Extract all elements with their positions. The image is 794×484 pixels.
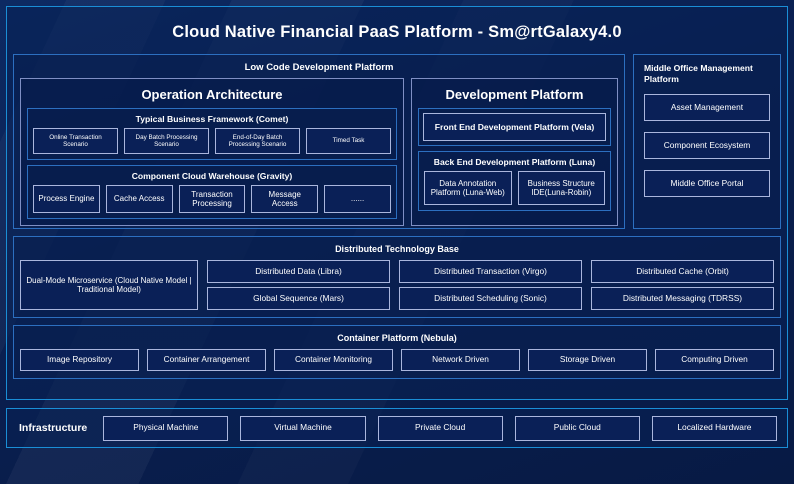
back-end-items: Data Annotation Platform (Luna-Web) Busi… [424, 171, 605, 205]
infra-item-public-cloud[interactable]: Public Cloud [514, 415, 640, 441]
infra-item-private-cloud[interactable]: Private Cloud [377, 415, 503, 441]
infra-item-localized-hardware[interactable]: Localized Hardware [651, 415, 777, 441]
middle-office-item-asset-management[interactable]: Asset Management [644, 94, 770, 122]
container-platform-title: Container Platform (Nebula) [337, 333, 457, 343]
back-end-title: Back End Development Platform (Luna) [433, 157, 596, 167]
dtb-item-global-sequence[interactable]: Global Sequence (Mars) [207, 287, 390, 310]
container-platform-items: Image Repository Container Arrangement C… [20, 349, 774, 371]
development-platform-title: Development Platform [445, 87, 584, 102]
cp-item-computing-driven[interactable]: Computing Driven [655, 349, 774, 371]
cp-item-container-monitoring[interactable]: Container Monitoring [274, 349, 393, 371]
dual-mode-microservice-wrapper: Dual-Mode Microservice (Cloud Native Mod… [20, 260, 198, 310]
component-cloud-warehouse-title: Component Cloud Warehouse (Gravity) [131, 171, 293, 181]
cp-item-network-driven[interactable]: Network Driven [401, 349, 520, 371]
operation-architecture-title: Operation Architecture [141, 87, 283, 102]
infrastructure-label: Infrastructure [19, 422, 88, 434]
tbf-item-timed-task[interactable]: Timed Task [306, 128, 391, 154]
dtb-item-distributed-data[interactable]: Distributed Data (Libra) [207, 260, 390, 283]
back-end-group: Back End Development Platform (Luna) Dat… [418, 151, 611, 211]
dual-mode-microservice[interactable]: Dual-Mode Microservice (Cloud Native Mod… [20, 260, 198, 310]
ccw-item-process-engine[interactable]: Process Engine [33, 185, 100, 213]
tbf-item-online-transaction[interactable]: Online Transaction Scenario [33, 128, 118, 154]
distributed-technology-base: Distributed Technology Base Dual-Mode Mi… [13, 236, 781, 318]
middle-office-items: Asset Management Component Ecosystem Mid… [644, 94, 770, 198]
low-code-title: Low Code Development Platform [244, 62, 394, 73]
backend-item-data-annotation-platform[interactable]: Data Annotation Platform (Luna-Web) [424, 171, 512, 205]
middle-office-item-component-ecosystem[interactable]: Component Ecosystem [644, 132, 770, 160]
front-end-development-platform[interactable]: Front End Development Platform (Vela) [423, 113, 606, 141]
infra-item-physical-machine[interactable]: Physical Machine [103, 415, 229, 441]
ccw-item-transaction-processing[interactable]: Transaction Processing [178, 185, 246, 213]
operation-architecture-card: Operation Architecture Typical Business … [20, 78, 404, 226]
middle-office-item-portal[interactable]: Middle Office Portal [644, 170, 770, 198]
middle-office-management-platform: Middle Office Management Platform Asset … [633, 54, 781, 229]
low-code-columns: Operation Architecture Typical Business … [20, 78, 618, 226]
container-platform: Container Platform (Nebula) Image Reposi… [13, 325, 781, 379]
distributed-technology-base-body: Dual-Mode Microservice (Cloud Native Mod… [20, 260, 774, 310]
typical-business-framework-title: Typical Business Framework (Comet) [135, 114, 289, 124]
cp-item-storage-driven[interactable]: Storage Driven [528, 349, 647, 371]
middle-office-title: Middle Office Management Platform [644, 63, 753, 84]
infrastructure-items: Physical Machine Virtual Machine Private… [103, 415, 777, 441]
ccw-item-cache-access[interactable]: Cache Access [105, 185, 173, 213]
tbf-item-day-batch[interactable]: Day Batch Processing Scenario [124, 128, 209, 154]
cp-item-image-repository[interactable]: Image Repository [20, 349, 139, 371]
dtb-item-distributed-transaction[interactable]: Distributed Transaction (Virgo) [399, 260, 582, 283]
dtb-item-distributed-scheduling[interactable]: Distributed Scheduling (Sonic) [399, 287, 582, 310]
main-platform-panel: Cloud Native Financial PaaS Platform - S… [6, 6, 788, 400]
backend-item-business-structure-ide[interactable]: Business Structure IDE(Luna-Robin) [517, 171, 605, 205]
distributed-technology-base-title: Distributed Technology Base [335, 244, 459, 254]
component-cloud-warehouse-items: Process Engine Cache Access Transaction … [33, 185, 391, 213]
upper-region: Low Code Development Platform Operation … [13, 54, 781, 229]
typical-business-framework-group: Typical Business Framework (Comet) Onlin… [27, 108, 397, 160]
infra-item-virtual-machine[interactable]: Virtual Machine [240, 415, 366, 441]
development-platform-card: Development Platform Front End Developme… [411, 78, 618, 226]
page-title: Cloud Native Financial PaaS Platform - S… [172, 23, 622, 41]
ccw-item-message-access[interactable]: Message Access [251, 185, 319, 213]
typical-business-framework-items: Online Transaction Scenario Day Batch Pr… [33, 128, 391, 154]
low-code-development-platform: Low Code Development Platform Operation … [13, 54, 625, 229]
infrastructure-bar: Infrastructure Physical Machine Virtual … [6, 408, 788, 448]
front-end-group: Front End Development Platform (Vela) [418, 108, 611, 146]
dtb-item-distributed-cache[interactable]: Distributed Cache (Orbit) [591, 260, 774, 283]
cp-item-container-arrangement[interactable]: Container Arrangement [147, 349, 266, 371]
ccw-item-more[interactable]: ...... [324, 185, 391, 213]
distributed-technology-items: Distributed Data (Libra) Distributed Tra… [207, 260, 774, 310]
dtb-item-distributed-messaging[interactable]: Distributed Messaging (TDRSS) [591, 287, 774, 310]
tbf-item-end-of-day-batch[interactable]: End-of-Day Batch Processing Scenario [215, 128, 300, 154]
component-cloud-warehouse-group: Component Cloud Warehouse (Gravity) Proc… [27, 165, 397, 219]
